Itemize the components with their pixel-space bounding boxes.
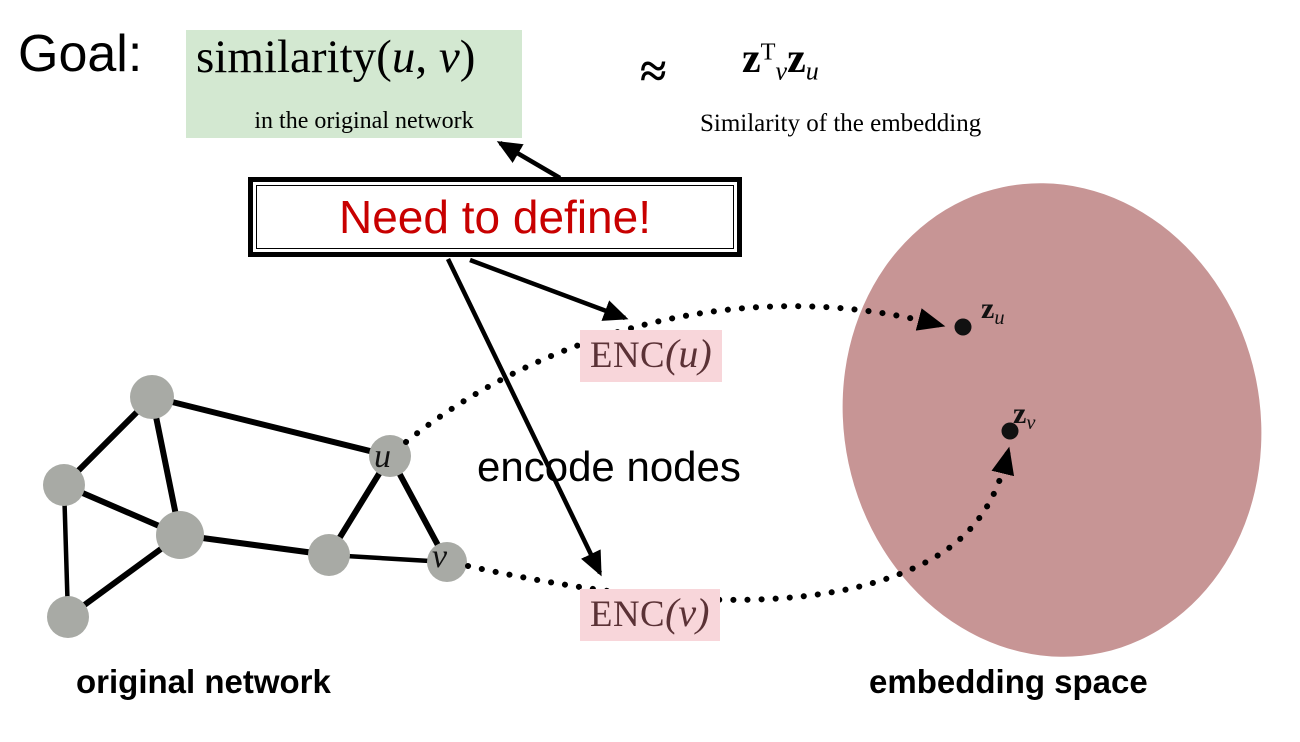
embedding-label-zv: zv [1013, 399, 1035, 434]
graph-edge [61, 482, 71, 620]
dotted-curve-v-to-zv [465, 446, 1015, 603]
zu-sub: u [994, 307, 1005, 330]
embedding-label-zu: zu [981, 294, 1005, 329]
embedding-point-zu[interactable] [954, 318, 972, 336]
similarity-expression: similarity(u, v) [196, 34, 475, 81]
graph-edge [177, 532, 332, 558]
embedding-space-ellipse [842, 183, 1262, 657]
z-transpose-sup: T [760, 38, 776, 66]
similarity-comma: , [415, 31, 439, 83]
arrow-callout-to-enc-v [445, 258, 603, 577]
similarity-subcaption: in the original network [254, 108, 474, 134]
callout-text: Need to define! [338, 191, 651, 243]
approx-sign: ≈ [640, 45, 667, 98]
z-expression-caption: Similarity of the embedding [700, 110, 982, 137]
z-base-v: z [742, 36, 761, 82]
z-dot-product-expression: zTvzu [742, 38, 819, 84]
graph-node-v[interactable] [427, 542, 467, 582]
need-to-define-callout[interactable]: Need to define! [248, 177, 742, 257]
z-sub-u: u [805, 56, 819, 86]
graph-node-u[interactable] [369, 435, 411, 477]
enc-u-label: ENC(u) [580, 330, 722, 382]
graph-node-u-letter: u [374, 438, 391, 475]
zv-sub: v [1026, 412, 1036, 435]
encode-nodes-label: encode nodes [477, 443, 741, 490]
graph-nodes [43, 375, 467, 638]
graph-edge [149, 394, 393, 459]
callout-inner-border [256, 185, 734, 249]
graph-node[interactable] [308, 534, 350, 576]
arrow-callout-to-similarity [496, 141, 562, 180]
arrow-callout-to-enc-u [469, 257, 629, 321]
graph-node[interactable] [130, 375, 174, 419]
goal-label: Goal: [18, 25, 143, 83]
graph-node-v-letter: v [432, 538, 448, 575]
graph-node[interactable] [47, 596, 89, 638]
dotted-curve-u-to-zu [403, 303, 946, 445]
zv-base: z [1013, 397, 1027, 430]
enc-u-arg: (u) [665, 331, 712, 376]
graph-edges [61, 394, 450, 620]
enc-u-name: ENC [590, 334, 666, 375]
embedding-point-zv[interactable] [1001, 422, 1019, 440]
z-sub-v: v [775, 56, 788, 86]
similarity-arg-v: v [438, 31, 460, 83]
embedding-space-caption: embedding space [869, 663, 1148, 700]
enc-v-name: ENC [590, 593, 666, 634]
zu-base: z [981, 292, 995, 325]
enc-v-arg: (v) [665, 590, 710, 635]
similarity-expr-prefix: similarity( [196, 31, 392, 83]
similarity-arg-u: u [391, 31, 416, 83]
similarity-expr-suffix: ) [459, 31, 476, 83]
enc-v-label: ENC(v) [580, 589, 720, 641]
z-base-u: z [787, 36, 806, 82]
graph-node[interactable] [156, 511, 204, 559]
original-network-caption: original network [76, 663, 331, 700]
similarity-highlight-box [186, 30, 522, 138]
graph-node[interactable] [43, 464, 85, 506]
